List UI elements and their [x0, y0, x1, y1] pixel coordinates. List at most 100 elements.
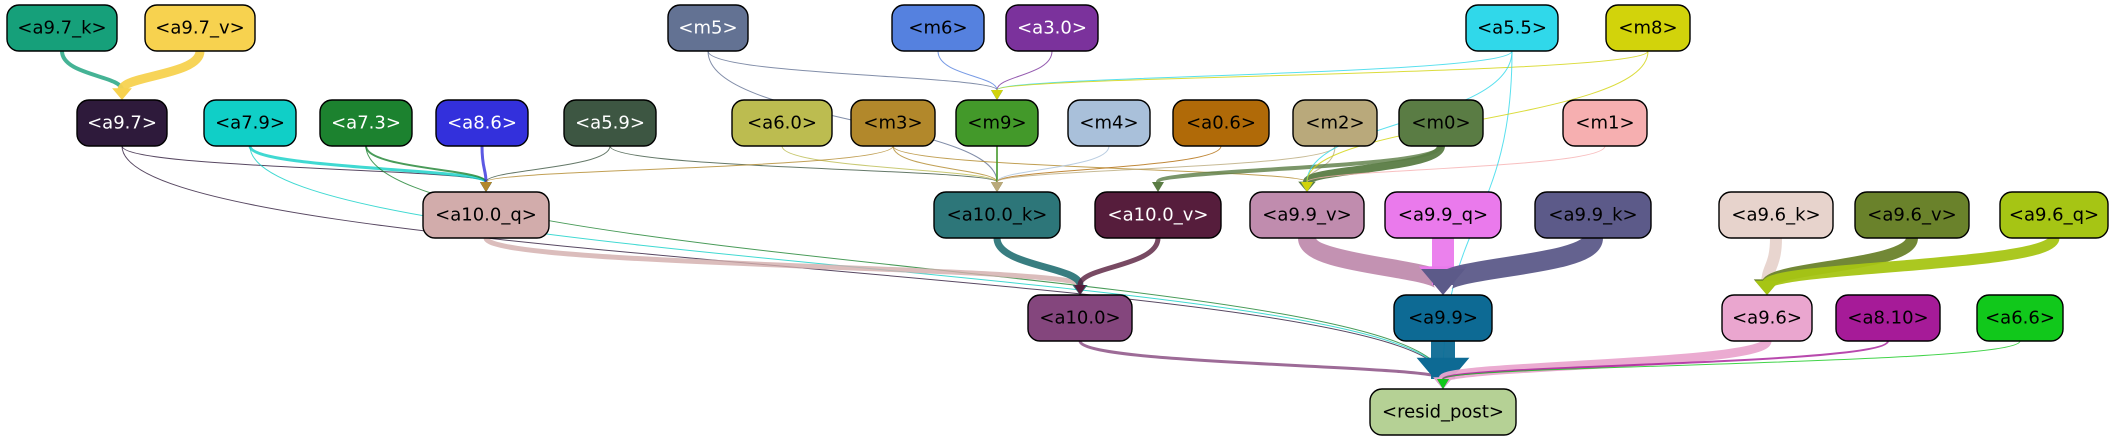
node-box	[1465, 4, 1559, 52]
node-label: <m1>	[1575, 113, 1634, 134]
edge-a10_0_v-to-a10_0	[1077, 237, 1161, 286]
node-a9-7-k[interactable]: <a9.7_k>	[6, 4, 118, 52]
node-label: <a10.0>	[1039, 308, 1120, 329]
node-label: <a9.6_q>	[2009, 205, 2099, 226]
node-a9-6-k[interactable]: <a9.6_k>	[1718, 191, 1834, 239]
node-box	[319, 99, 413, 147]
node-a9-9-v[interactable]: <a9.9_v>	[1249, 191, 1365, 239]
node-label: <a7.9>	[215, 113, 285, 134]
node-a3-0[interactable]: <a3.0>	[1005, 4, 1099, 52]
node-a8-6[interactable]: <a8.6>	[435, 99, 529, 147]
node-label: <a9.6_k>	[1731, 205, 1820, 226]
node-m4[interactable]: <m4>	[1067, 99, 1151, 147]
node-label: <a9.9_q>	[1398, 205, 1488, 226]
edge-m4-to-a10_0_k	[996, 145, 1110, 183]
node-label: <a5.9>	[575, 113, 645, 134]
node-label: <a3.0>	[1017, 18, 1087, 39]
node-box	[422, 191, 550, 239]
node-a5-5[interactable]: <a5.5>	[1465, 4, 1559, 52]
node-a9-9-q[interactable]: <a9.9_q>	[1384, 191, 1502, 239]
arrowhead-m8-to-a9_9_v	[1301, 182, 1313, 192]
node-box	[1999, 191, 2109, 239]
node-box	[203, 99, 297, 147]
node-a10-0-k[interactable]: <a10.0_k>	[933, 191, 1061, 239]
node-a9-6-v[interactable]: <a9.6_v>	[1854, 191, 1970, 239]
node-label: <m2>	[1305, 113, 1364, 134]
node-label: <m8>	[1618, 18, 1677, 39]
node-a10-0[interactable]: <a10.0>	[1027, 294, 1133, 342]
edge-a9_9_v-to-a9_9	[1298, 235, 1452, 290]
node-a9-6-q[interactable]: <a9.6_q>	[1999, 191, 2109, 239]
node-box	[731, 99, 833, 147]
node-a10-0-q[interactable]: <a10.0_q>	[422, 191, 550, 239]
node-label: <a6.6>	[1985, 308, 2055, 329]
node-a9-9-k[interactable]: <a9.9_k>	[1534, 191, 1652, 239]
edge-a9_7-to-a10_0_q	[121, 145, 487, 183]
arrowhead-a9_9_k-to-a9_9	[1421, 269, 1465, 295]
node-resid-post[interactable]: <resid_post>	[1369, 388, 1517, 436]
node-a6-6[interactable]: <a6.6>	[1976, 294, 2064, 342]
node-m9[interactable]: <m9>	[955, 99, 1039, 147]
node-label: <m9>	[967, 113, 1026, 134]
edge-a9_6_q-to-a9_6	[1761, 235, 2060, 291]
node-a7-9[interactable]: <a7.9>	[203, 99, 297, 147]
edge-m3-to-a10_0_k	[892, 145, 998, 183]
edge-a9_7-to-resid_post	[121, 145, 1444, 380]
arrowhead-a6_6-to-resid_post	[1437, 379, 1449, 389]
edge-a9_6-to-resid_post	[1438, 338, 1772, 384]
edge-a7_3-to-a10_0_q	[365, 145, 487, 183]
node-box	[1067, 99, 1151, 147]
node-m8[interactable]: <m8>	[1605, 4, 1691, 52]
node-label: <m6>	[908, 18, 967, 39]
edge-m3-to-a9_9_v	[892, 145, 1308, 183]
node-label: <a10.0_q>	[435, 205, 537, 226]
node-box	[1721, 294, 1813, 342]
edge-a5_5-to-m9	[996, 50, 1513, 91]
node-a0-6[interactable]: <a0.6>	[1172, 99, 1270, 147]
node-label: <a0.6>	[1186, 113, 1256, 134]
edge-a9_9_k-to-a9_9	[1433, 234, 1603, 291]
edge-a10_0_k-to-a10_0	[993, 237, 1084, 287]
node-m6[interactable]: <m6>	[891, 4, 985, 52]
edge-m8-to-m9	[996, 50, 1649, 91]
node-m5[interactable]: <m5>	[667, 4, 749, 52]
edge-m6-to-m9	[937, 50, 998, 91]
node-a7-3[interactable]: <a7.3>	[319, 99, 413, 147]
node-a6-0[interactable]: <a6.0>	[731, 99, 833, 147]
node-label: <a9.9>	[1408, 308, 1478, 329]
node-m1[interactable]: <m1>	[1562, 99, 1648, 147]
node-a9-7[interactable]: <a9.7>	[76, 99, 168, 147]
node-a9-9[interactable]: <a9.9>	[1393, 294, 1493, 342]
node-label: <a5.5>	[1477, 18, 1547, 39]
edge-a9_7_v-to-a9_7	[117, 49, 205, 92]
edge-a10_0-to-resid_post	[1078, 340, 1445, 381]
node-a9-6[interactable]: <a9.6>	[1721, 294, 1813, 342]
node-label: <a9.6_v>	[1867, 205, 1956, 226]
node-m0[interactable]: <m0>	[1398, 99, 1484, 147]
edge-a5_9-to-a10_0_k	[609, 145, 998, 183]
node-box	[1369, 388, 1517, 436]
node-box	[144, 4, 256, 52]
edge-a8_6-to-a10_0_q	[480, 145, 488, 183]
node-label: <a9.7_v>	[155, 18, 244, 39]
node-m3[interactable]: <m3>	[850, 99, 936, 147]
node-box	[1393, 294, 1493, 342]
edge-a8_10-to-resid_post	[1442, 340, 1889, 380]
edge-m0-to-a9_9_v	[1303, 144, 1445, 185]
node-box	[1249, 191, 1365, 239]
edge-a7_9-to-a10_0_q	[248, 145, 488, 184]
node-a10-0-v[interactable]: <a10.0_v>	[1094, 191, 1222, 239]
arrowhead-m2-to-a10_0_k	[991, 182, 1003, 192]
node-a9-7-v[interactable]: <a9.7_v>	[144, 4, 256, 52]
node-box	[1172, 99, 1270, 147]
edge-m1-to-a9_9_v	[1306, 145, 1606, 183]
node-box	[1854, 191, 1970, 239]
node-box	[1027, 294, 1133, 342]
node-box	[933, 191, 1061, 239]
node-a5-9[interactable]: <a5.9>	[563, 99, 657, 147]
node-m2[interactable]: <m2>	[1292, 99, 1378, 147]
node-a8-10[interactable]: <a8.10>	[1835, 294, 1941, 342]
node-label: <m3>	[863, 113, 922, 134]
node-box	[1005, 4, 1099, 52]
